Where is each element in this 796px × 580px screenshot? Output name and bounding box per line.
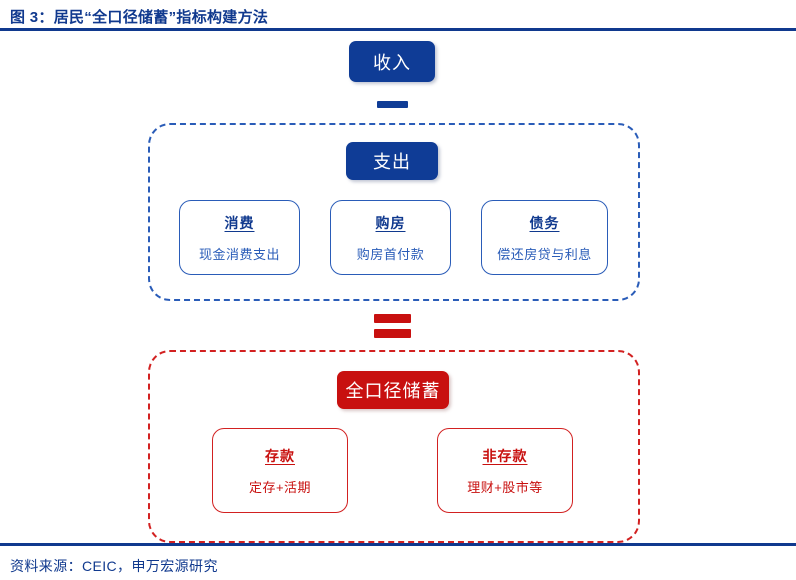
card-non-deposits[interactable]: 非存款 理财+股市等 xyxy=(437,428,573,513)
card-consumption[interactable]: 消费 现金消费支出 xyxy=(179,200,300,275)
footer-divider xyxy=(0,543,796,546)
node-total-savings-label: 全口径储蓄 xyxy=(345,381,441,401)
node-expenditure[interactable]: 支出 xyxy=(346,142,438,180)
card-home-purchase-desc: 购房首付款 xyxy=(356,246,425,262)
equals-bar-bottom xyxy=(374,329,411,338)
card-consumption-desc: 现金消费支出 xyxy=(198,246,280,262)
card-home-purchase-title: 购房 xyxy=(375,214,406,231)
group-savings xyxy=(148,350,640,543)
card-deposits-desc: 定存+活期 xyxy=(248,479,312,495)
figure-header: 图 3：居民“全口径储蓄”指标构建方法 xyxy=(0,0,796,31)
card-deposits-title: 存款 xyxy=(265,447,295,464)
card-debt[interactable]: 债务 偿还房贷与利息 xyxy=(481,200,608,275)
card-home-purchase[interactable]: 购房 购房首付款 xyxy=(330,200,451,275)
card-debt-desc: 偿还房贷与利息 xyxy=(497,246,592,262)
operator-minus-icon xyxy=(377,101,408,108)
diagram-canvas: 收入 支出 消费 现金消费支出 购房 购房首付款 债务 偿还房贷与利息 全口径储… xyxy=(0,31,796,543)
card-non-deposits-desc: 理财+股市等 xyxy=(467,479,543,495)
node-income[interactable]: 收入 xyxy=(349,41,435,82)
card-non-deposits-title: 非存款 xyxy=(482,447,528,464)
equals-bar-top xyxy=(374,314,411,323)
node-income-label: 收入 xyxy=(373,52,411,73)
source-note: 资料来源：CEIC，申万宏源研究 xyxy=(10,558,218,574)
node-expenditure-label: 支出 xyxy=(373,152,411,172)
card-deposits[interactable]: 存款 定存+活期 xyxy=(212,428,348,513)
page-title: 图 3：居民“全口径储蓄”指标构建方法 xyxy=(10,9,269,26)
node-total-savings[interactable]: 全口径储蓄 xyxy=(337,371,449,409)
operator-equals-icon xyxy=(374,314,411,338)
card-debt-title: 债务 xyxy=(529,214,560,231)
title-divider xyxy=(0,28,796,31)
card-consumption-title: 消费 xyxy=(224,214,255,231)
group-expenditure xyxy=(148,123,640,301)
